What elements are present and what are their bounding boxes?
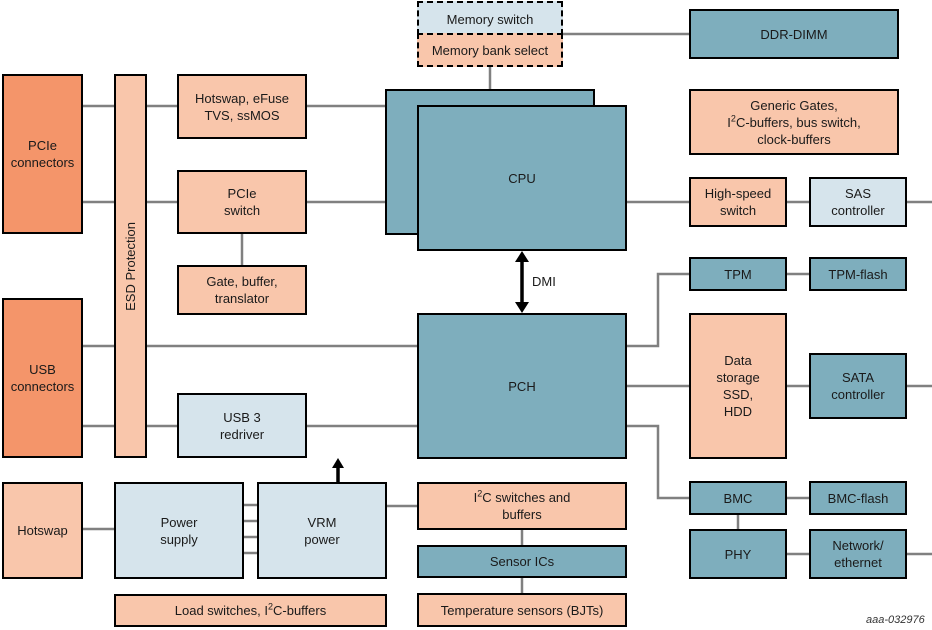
pch-block: PCH (417, 313, 627, 459)
tpm-flash-block: TPM-flash (809, 257, 907, 291)
tpm-block: TPM (689, 257, 787, 291)
i2c-switches-block: I2C switches and buffers (417, 482, 627, 530)
sensor-ics-block: Sensor ICs (417, 545, 627, 578)
vrm-up-arrow (332, 458, 344, 482)
memory-switch-block: Memory switch (417, 1, 563, 35)
gate-buffer-block: Gate, buffer,translator (177, 265, 307, 315)
dmi-label: DMI (532, 274, 556, 289)
wire-pch-tpm (626, 272, 690, 348)
load-switches-block: Load switches, I2C-buffers (114, 594, 387, 627)
ddr-dimm-block: DDR-DIMM (689, 9, 899, 59)
network-ethernet-block: Network/ethernet (809, 529, 907, 579)
esd-protection-block: ESD Protection (114, 74, 147, 458)
generic-gates-block: Generic Gates, I2C-buffers, bus switch, … (689, 89, 899, 155)
dmi-arrow (515, 251, 529, 313)
bmc-block: BMC (689, 481, 787, 515)
temperature-sensors-block: Temperature sensors (BJTs) (417, 593, 627, 627)
hotswap-block: Hotswap (2, 482, 83, 579)
phy-block: PHY (689, 529, 787, 579)
figure-code: aaa-032976 (866, 614, 925, 626)
data-storage-block: Data storage SSD, HDD (689, 313, 787, 459)
wire-pch-bmc (626, 424, 690, 500)
cpu-block: CPU (417, 105, 627, 251)
memory-bank-select-block: Memory bank select (417, 33, 563, 67)
bmc-flash-block: BMC-flash (809, 481, 907, 515)
